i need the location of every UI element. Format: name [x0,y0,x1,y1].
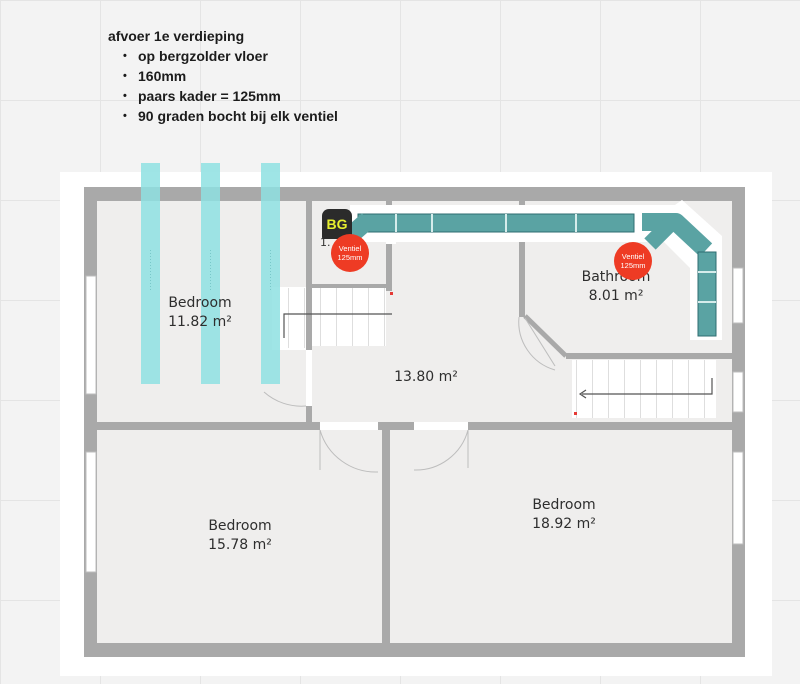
inner-wall [566,353,732,359]
duct-bend [642,213,713,257]
vent-size: 125mm [620,261,646,270]
floor-bedroom-3 [390,430,732,643]
duct [697,251,717,337]
vent-size: 125mm [337,253,363,262]
door-gap [414,422,468,430]
door-gap [320,422,378,430]
inner-wall [306,201,312,422]
room-label-hallway: 13.80 m² [366,368,486,387]
inner-wall [382,430,390,643]
window [732,371,744,413]
duct-bend [344,213,374,243]
notes-item: paars kader = 125mm [123,86,338,106]
inner-wall [306,284,386,288]
door-swing [263,391,307,407]
staircase [276,288,306,348]
room-area: 11.82 m² [168,314,232,330]
room-name: Bedroom [208,518,272,534]
notes-item: op bergzolder vloer [123,46,338,66]
stair-arrow [582,378,713,395]
door-swing [518,316,556,371]
room-label-bedroom-3: Bedroom 18.92 m² [504,496,624,534]
room-area: 18.92 m² [532,516,596,532]
partial-room-label: 1. [320,236,331,249]
room-name: Bedroom [168,295,232,311]
staircase [572,360,716,418]
room-name: Bedroom [532,497,596,513]
floor-bedroom-2 [97,430,382,643]
notes-item: 160mm [123,66,338,86]
joist [201,163,220,384]
window [85,275,97,395]
door-gap [306,350,312,406]
joist [141,163,160,384]
marker [390,292,393,295]
notes-list: op bergzolder vloer 160mm paars kader = … [108,46,338,126]
notes-item: 90 graden bocht bij elk ventiel [123,106,338,126]
window [732,451,744,545]
notes-title: afvoer 1e verdieping [108,28,245,44]
stair-arrow [283,313,392,338]
marker [574,412,577,415]
vent-marker: Ventiel 125mm [614,242,652,280]
inner-wall [386,201,392,291]
room-label-bathroom: Bathroom 8.01 m² [556,268,676,306]
vent-label: Ventiel [621,252,645,261]
duct-bend [644,220,674,250]
door-swing [319,429,379,473]
room-area: 15.78 m² [208,537,272,553]
door-swing [413,429,469,471]
duct-frame [386,230,396,244]
door-leaf [524,317,556,367]
window [732,267,744,324]
room-label-bedroom-2: Bedroom 15.78 m² [180,517,300,555]
staircase [312,288,386,346]
room-area: 13.80 m² [394,369,458,385]
stair-arrow-head [578,389,587,399]
inner-wall [523,314,568,358]
inner-wall [519,201,525,317]
joist [261,163,280,384]
duct [357,213,635,233]
duct-frame [350,200,722,340]
window [85,451,97,573]
bg-badge: BG [322,209,352,239]
vent-label: Ventiel [338,244,362,253]
vent-marker: Ventiel 125mm [331,234,369,272]
notes-block: afvoer 1e verdieping op bergzolder vloer… [108,26,338,126]
room-label-bedroom-1: Bedroom 11.82 m² [140,294,260,332]
room-area: 8.01 m² [588,288,644,304]
